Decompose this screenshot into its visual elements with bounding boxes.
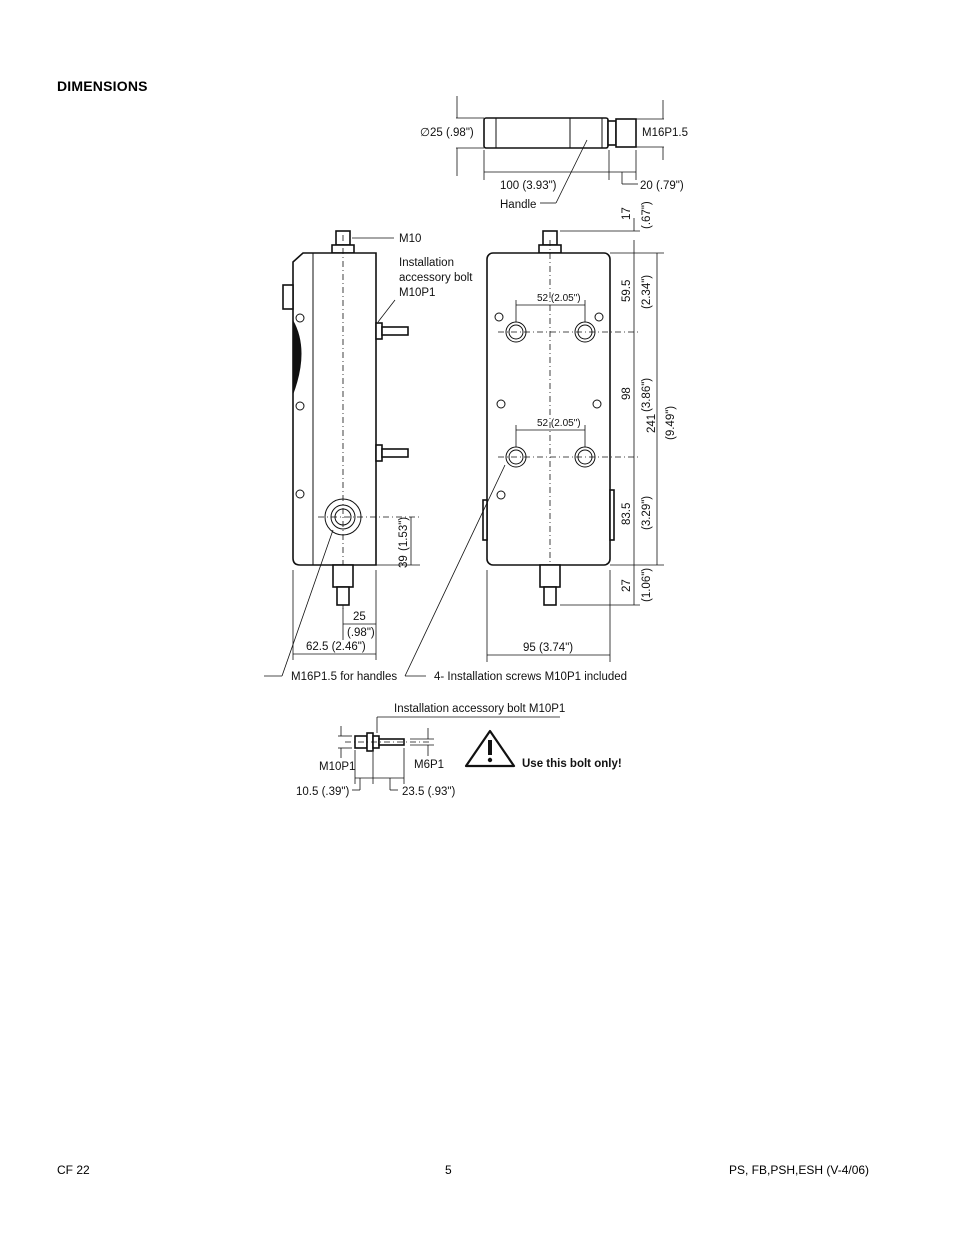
front-upper-offset-inch: (2.34") xyxy=(641,275,653,309)
handle-label: Handle xyxy=(500,199,536,211)
front-view-drawing xyxy=(404,218,664,677)
front-hole-vertical-inch: (3.86") xyxy=(641,378,653,412)
front-screws-note: 4- Installation screws M10P1 included xyxy=(434,671,627,683)
handle-diameter-label: ∅25 (.98") xyxy=(420,127,474,139)
side-hole-height-inch: (1.53") xyxy=(398,517,410,551)
side-bolt-note-line1: Installation xyxy=(399,257,454,269)
handle-drawing xyxy=(456,96,664,204)
bolt-detail-title: Installation accessory bolt M10P1 xyxy=(394,703,565,715)
front-bottom-spacing-value: 27 xyxy=(621,579,633,592)
side-view-drawing xyxy=(264,230,420,677)
front-total-height-value: 241 xyxy=(646,414,658,433)
footer-page-number: 5 xyxy=(445,1163,452,1177)
handle-thread-label: M16P1.5 xyxy=(642,127,688,139)
bolt-length-b-label: 23.5 (.93") xyxy=(402,786,455,798)
bolt-warning-text: Use this bolt only! xyxy=(522,758,622,770)
footer-model-version: PS, FB,PSH,ESH (V-4/06) xyxy=(729,1163,870,1177)
side-hole-height-value: 39 xyxy=(398,555,410,568)
handle-stub-length-label: 20 (.79") xyxy=(640,180,684,192)
side-bolt-note-line2: accessory bolt xyxy=(399,272,473,284)
front-hole-pitch-lower: 52 (2.05") xyxy=(537,418,581,429)
side-hole-offset-value: 25 xyxy=(353,611,366,623)
side-top-thread-label: M10 xyxy=(399,233,421,245)
front-hole-pitch-upper: 52 (2.05") xyxy=(537,293,581,304)
front-width-label: 95 (3.74") xyxy=(523,642,573,654)
front-upper-offset-value: 59.5 xyxy=(621,280,633,302)
bolt-right-thread-label: M6P1 xyxy=(414,759,444,771)
bolt-detail-drawing xyxy=(338,716,560,791)
footer-doc-code: CF 22 xyxy=(57,1163,90,1177)
handle-length-label: 100 (3.93") xyxy=(500,180,557,192)
side-hole-offset-inch: (.98") xyxy=(347,627,375,639)
side-handle-thread-note: M16P1.5 for handles xyxy=(291,671,397,683)
front-lower-offset-inch: (3.29") xyxy=(641,496,653,530)
front-top-spacing-inch: (.67") xyxy=(641,201,653,229)
front-top-spacing-value: 17 xyxy=(621,207,633,220)
side-bolt-note-line3: M10P1 xyxy=(399,287,435,299)
front-bottom-spacing-inch: (1.06") xyxy=(641,568,653,602)
side-depth-label: 62.5 (2.46") xyxy=(306,641,366,653)
bolt-length-a-label: 10.5 (.39") xyxy=(296,786,349,798)
front-lower-offset-value: 83.5 xyxy=(621,503,633,525)
page-title: DIMENSIONS xyxy=(57,78,148,94)
front-total-height-inch: (9.49") xyxy=(665,406,677,440)
bolt-left-thread-label: M10P1 xyxy=(319,761,355,773)
front-hole-vertical-value: 98 xyxy=(621,387,633,400)
